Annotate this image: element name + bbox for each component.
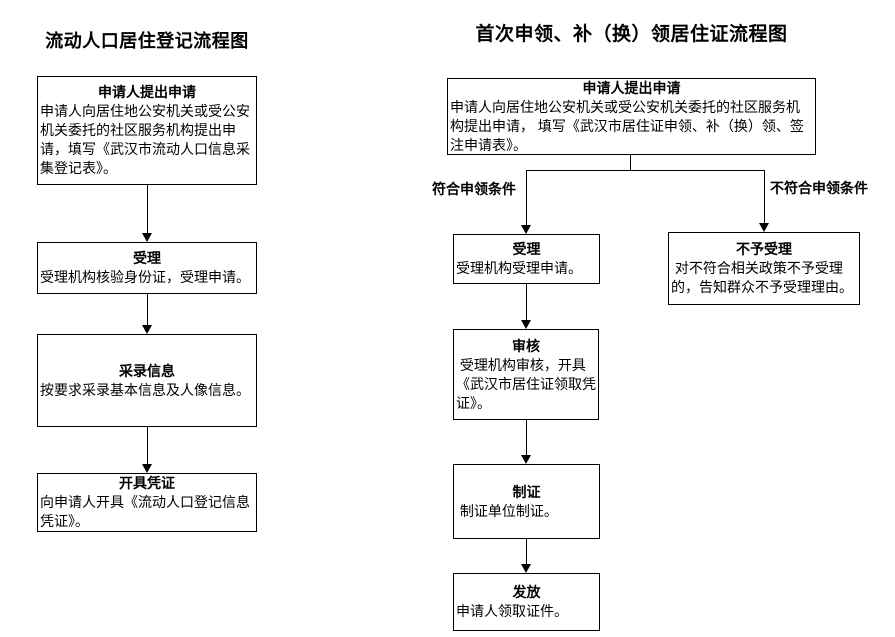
connector-line (526, 539, 527, 564)
left-chart-title: 流动人口居住登记流程图 (45, 31, 249, 51)
flow-box-left-issue-voucher: 开具凭证 向申请人开具《流动人口登记信息凭证》。 (37, 473, 257, 532)
box-title: 申请人提出申请 (98, 84, 196, 100)
flow-box-left-apply: 申请人提出申请 申请人向居住地公安机关或受公安机关委托的社区服务机构提出申请，填… (37, 76, 257, 185)
box-title: 采录信息 (119, 362, 175, 379)
flow-box-right-accept: 受理 受理机构受理申请。 (453, 234, 600, 284)
arrow-down-icon (521, 455, 531, 464)
connector-line (764, 170, 765, 223)
box-body: 向申请人开具《流动人口登记信息凭证》。 (40, 494, 250, 529)
flow-box-right-review: 审核 受理机构审核，开具《武汉市居住证领取凭证》。 (453, 329, 599, 420)
flow-box-right-apply: 申请人提出申请 申请人向居住地公安机关或受公安机关委托的社区服务机构提出申请， … (447, 78, 816, 155)
box-body: 受理机构核验身份证，受理申请。 (40, 269, 250, 285)
box-body: 对不符合相关政策不予受理的，告知群众不予受理理由。 (671, 260, 853, 295)
flow-box-left-collect-info: 采录信息 按要求采录基本信息及人像信息。 (37, 334, 257, 427)
box-body: 受理机构审核，开具《武汉市居住证领取凭证》。 (456, 356, 596, 411)
connector-line (526, 170, 765, 171)
box-title: 受理 (512, 241, 541, 257)
arrow-down-icon (521, 320, 531, 329)
box-title: 制证 (512, 483, 541, 500)
arrow-down-icon (142, 464, 152, 473)
branch-label-eligible: 符合申领条件 (432, 181, 516, 197)
connector-line (630, 155, 631, 170)
flow-box-right-make-card: 制证 制证单位制证。 (453, 464, 600, 539)
arrow-down-icon (521, 564, 531, 573)
box-body: 申请人向居住地公安机关或受公安机关委托的社区服务机构提出申请， 填写《武汉市居住… (450, 98, 804, 153)
box-title: 发放 (512, 584, 541, 600)
box-title: 受理 (133, 250, 161, 266)
arrow-down-icon (142, 325, 152, 334)
connector-line (526, 420, 527, 455)
connector-line (147, 294, 148, 325)
connector-line (147, 427, 148, 464)
branch-label-not-eligible: 不符合申领条件 (770, 180, 868, 196)
box-title: 审核 (512, 337, 540, 354)
flow-box-left-accept: 受理 受理机构核验身份证，受理申请。 (37, 242, 257, 294)
box-body: 制证单位制证。 (456, 502, 558, 519)
box-title: 开具凭证 (119, 475, 175, 491)
box-body: 申请人向居住地公安机关或受公安机关委托的社区服务机构提出申请，填写《武汉市流动人… (40, 103, 250, 176)
box-title: 不予受理 (736, 241, 792, 257)
box-body: 受理机构受理申请。 (456, 260, 582, 276)
arrow-down-icon (142, 233, 152, 242)
connector-line (526, 284, 527, 320)
connector-line (526, 170, 527, 225)
box-body: 按要求采录基本信息及人像信息。 (40, 381, 250, 398)
connector-line (147, 185, 148, 233)
arrow-down-icon (759, 223, 769, 232)
flow-box-right-issue-card: 发放 申请人领取证件。 (453, 573, 600, 631)
right-chart-title: 首次申领、补（换）领居住证流程图 (475, 24, 788, 45)
box-title: 申请人提出申请 (582, 79, 681, 96)
flow-box-right-reject: 不予受理 对不符合相关政策不予受理的，告知群众不予受理理由。 (668, 232, 860, 305)
arrow-down-icon (521, 225, 531, 234)
box-body: 申请人领取证件。 (456, 603, 568, 619)
